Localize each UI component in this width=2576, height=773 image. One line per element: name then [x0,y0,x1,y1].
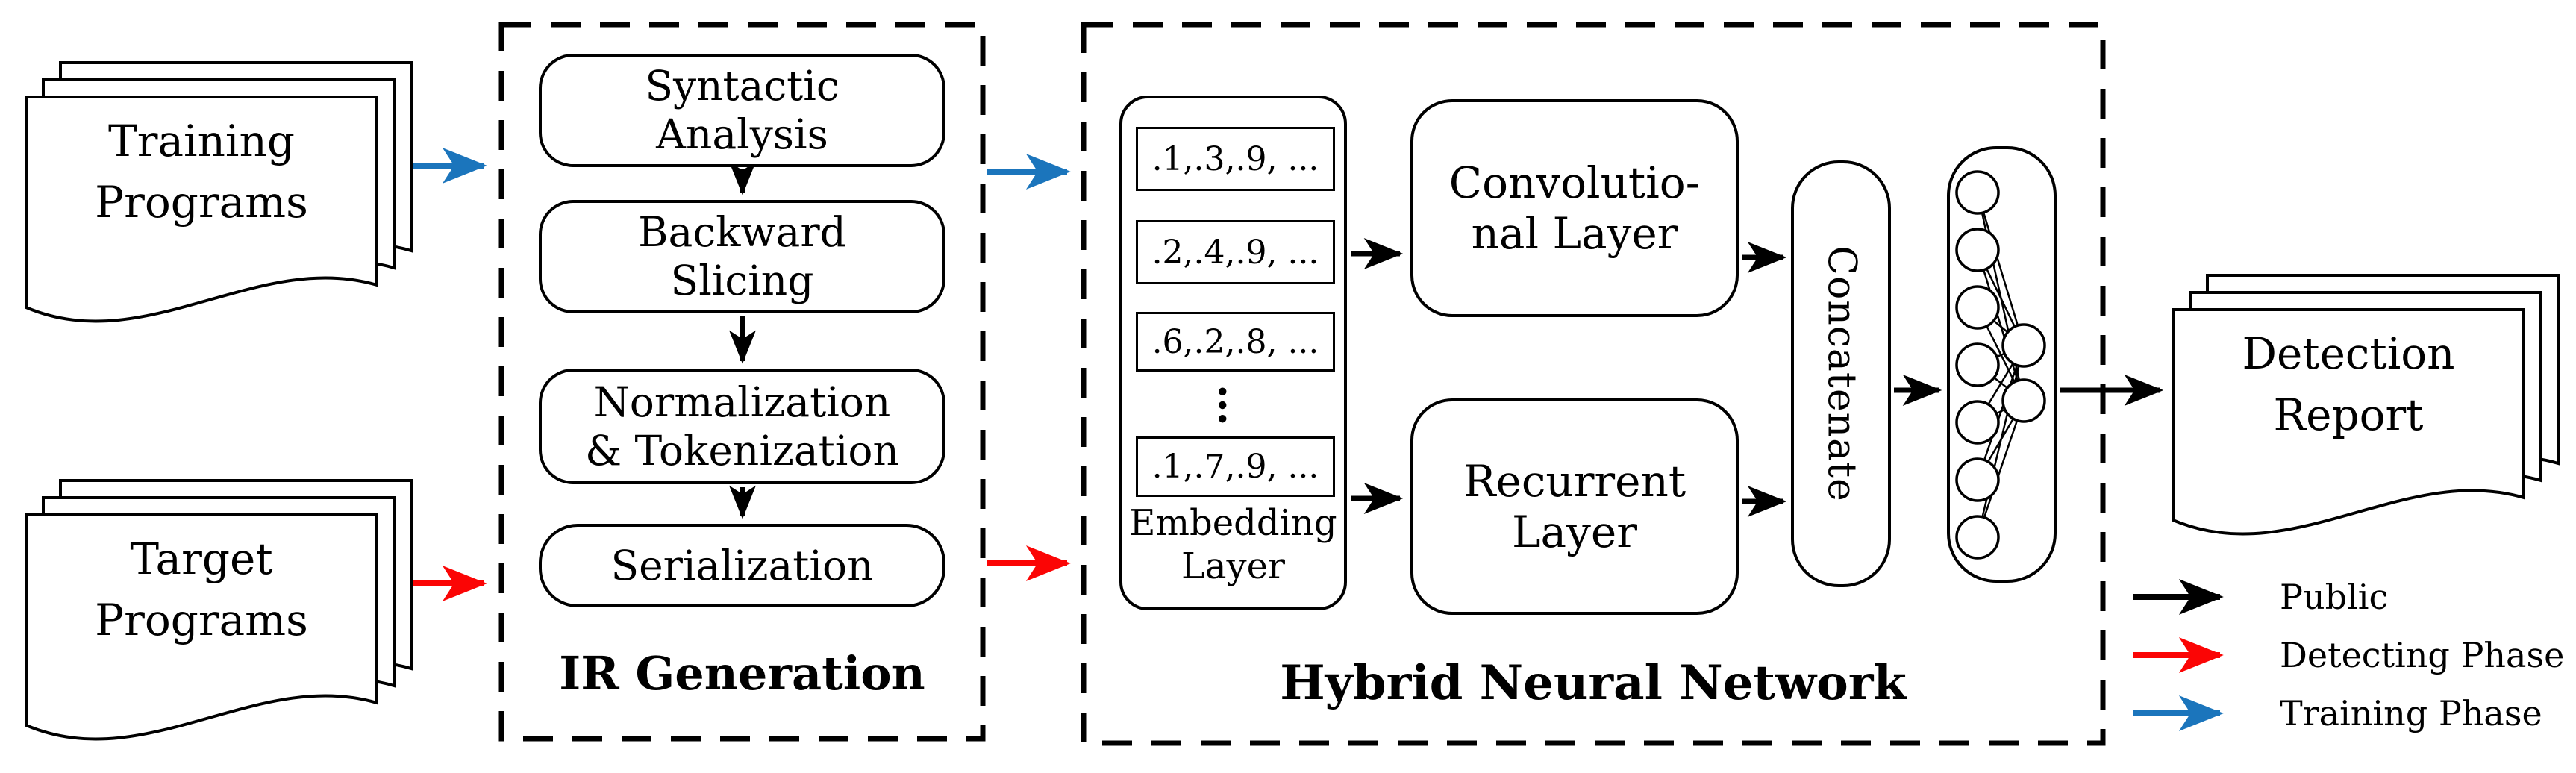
document-page-front [25,513,378,741]
detection-report-line1: Detection [2242,328,2455,379]
concatenate-box: Concatenate [1791,160,1891,587]
document-page-front [25,96,378,323]
embedding-label-line2: Layer [1181,545,1285,587]
hybrid-neural-network-title: Hybrid Neural Network [1280,655,1907,711]
ir-generation-title: IR Generation [559,646,925,701]
dense-layer-box [1947,146,2057,583]
neuron [1955,400,2000,445]
convolutional-line1: Convolutio- [1448,157,1701,208]
document-page-front [2172,308,2525,536]
syntactic-analysis-line2: Analysis [656,110,828,158]
convolutional-layer-box: Convolutio- nal Layer [1410,99,1739,317]
embedding-label-line1: Embedding [1129,502,1337,544]
recurrent-line1: Recurrent [1463,455,1686,507]
embedding-vector-3: .6,.2,.8, ... [1136,312,1335,372]
neuron [2001,323,2046,368]
target-programs-document [25,479,413,741]
training-programs-label: Training Programs [26,110,377,233]
hybrid-neural-network-dashed-box [1081,22,2106,746]
backward-slicing-line1: Backward [638,208,846,257]
normalization-tokenization-box: Normalization & Tokenization [539,369,945,484]
serialization-box: Serialization [539,524,945,607]
normalization-line1: Normalization [593,378,891,426]
detection-report-label: Detection Report [2173,323,2524,445]
backward-slicing-line2: Slicing [670,257,814,304]
target-programs-line2: Programs [95,595,308,645]
ir-generation-dashed-box [498,22,986,742]
embedding-vector-4: .1,.7,.9, ... [1136,436,1335,497]
concatenate-label: Concatenate [1819,245,1864,502]
training-programs-document [25,61,413,323]
normalization-line2: & Tokenization [585,426,899,475]
embedding-vector-2: .2,.4,.9, ... [1136,220,1335,284]
neuron [1955,342,2000,387]
embedding-vector-1: .1,.3,.9, ... [1136,127,1335,191]
neuron [1955,457,2000,502]
detection-report-document [2172,274,2560,536]
recurrent-layer-box: Recurrent Layer [1410,398,1739,615]
syntactic-analysis-box: Syntactic Analysis [539,54,945,167]
neuron [2001,378,2046,423]
embedding-layer-label: Embedding Layer [1119,501,1347,588]
detection-report-line2: Report [2273,389,2424,440]
convolutional-line2: nal Layer [1471,208,1678,259]
training-programs-line2: Programs [95,177,308,228]
recurrent-line2: Layer [1512,507,1637,557]
legend-detecting-label: Detecting Phase [2280,635,2565,675]
training-programs-line1: Training [108,116,295,166]
legend-training-label: Training Phase [2280,693,2542,733]
serialization-line1: Serialization [610,541,874,589]
ellipsis-glyph: … [1208,384,1258,428]
embedding-vertical-ellipsis: … [1136,377,1331,435]
dense-layer-neurons [1955,170,2046,560]
backward-slicing-box: Backward Slicing [539,200,945,313]
target-programs-label: Target Programs [26,528,377,651]
neuron [1955,228,2000,272]
target-programs-line1: Target [130,533,273,584]
syntactic-analysis-line1: Syntactic [645,62,840,110]
neuron [1955,285,2000,330]
legend-public-label: Public [2280,577,2389,617]
